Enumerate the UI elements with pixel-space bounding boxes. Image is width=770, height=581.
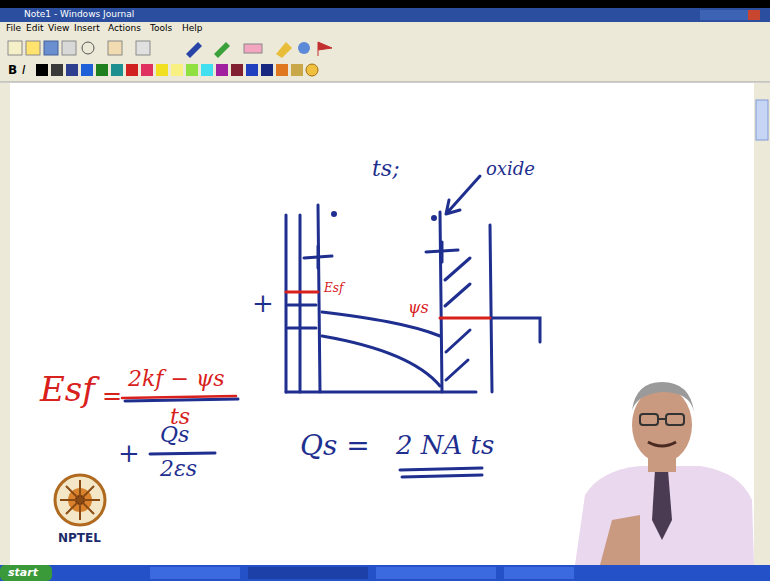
equation-sign: + (118, 440, 140, 466)
mos-sketch (125, 176, 540, 477)
fraction-numerator: Qs (160, 424, 189, 446)
page-margin (0, 83, 10, 565)
format-toolbar (0, 60, 770, 82)
bold-button: B (8, 64, 17, 76)
lecturer (575, 382, 754, 565)
toolbar (0, 36, 770, 60)
menu-item: File (6, 24, 21, 33)
italic-button: I (22, 64, 26, 76)
menu-item: Actions (108, 24, 141, 33)
scroll-thumb (756, 100, 768, 140)
title-bar (0, 8, 770, 22)
fraction-numerator: 2kf − ψs (128, 368, 224, 390)
menu-item: Edit (26, 24, 43, 33)
start-button (0, 565, 52, 581)
toolbar-icons (8, 41, 332, 58)
scrollbar (754, 83, 770, 565)
handwritten-label: ts; (372, 158, 400, 180)
menu-item: Insert (74, 24, 100, 33)
window-title: Note1 - Windows Journal (24, 10, 134, 19)
color-palette (36, 64, 318, 76)
equation-sign: = (102, 384, 122, 408)
equation-term: 2 NA ts (396, 432, 494, 458)
logo-text: NPTEL (58, 532, 101, 544)
equation-term: Qs = (300, 432, 370, 460)
equation-term: Esf (40, 372, 95, 406)
menu-item: View (48, 24, 69, 33)
task-item (376, 567, 496, 579)
nptel-logo (55, 475, 105, 525)
video-border (0, 0, 770, 8)
potential-label: ψs (408, 300, 429, 316)
menu-item: Help (182, 24, 203, 33)
handwritten-label: oxide (486, 160, 535, 178)
start-label: start (8, 567, 38, 578)
task-item (248, 567, 368, 579)
taskbar (0, 565, 770, 581)
field-label: Esf (324, 282, 343, 294)
charge-sign: + (252, 290, 274, 316)
close-button (748, 10, 760, 20)
toolbar-border (0, 82, 770, 83)
menu-item: Tools (150, 24, 172, 33)
task-item (150, 567, 240, 579)
window-buttons (700, 10, 760, 20)
menu-bar (0, 22, 770, 36)
red-marks (122, 292, 490, 398)
task-item (504, 567, 574, 579)
fraction-denominator: 2εs (160, 458, 197, 480)
